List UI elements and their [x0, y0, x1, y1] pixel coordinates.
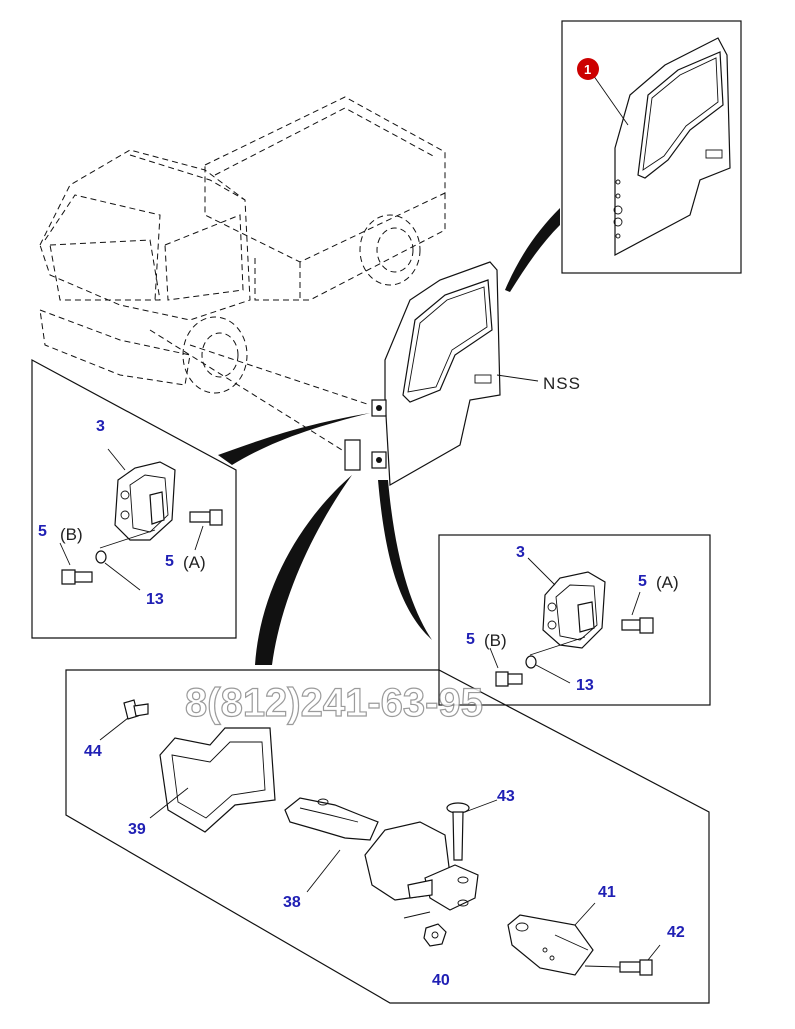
- left-label-bolt-b-suffix: (B): [60, 525, 83, 544]
- door-inset-holes: [613, 179, 623, 239]
- left-hinge-bracket: [114, 461, 176, 541]
- pin-43: [446, 799, 498, 861]
- label-nut-40: 40: [432, 972, 450, 989]
- check-link-panel: 44 39 43 38 41 42 40: [65, 669, 710, 1004]
- right-washer: [525, 655, 537, 669]
- left-label-washer: 13: [146, 591, 164, 608]
- left-bolt-b: [61, 569, 93, 585]
- left-washer: [95, 550, 107, 564]
- cover-39: [149, 727, 276, 833]
- right-label-washer: 13: [576, 677, 594, 694]
- left-hinge-panel: 3 5 (B) 5 (A) 13: [31, 358, 237, 639]
- right-bolt-b: [495, 671, 523, 687]
- callout-badge: [577, 58, 599, 80]
- label-pin-43: 43: [497, 788, 515, 805]
- left-label-bolt-a-suffix: (A): [183, 553, 206, 572]
- truck-illustration: [39, 96, 446, 456]
- clip-44: [99, 699, 149, 741]
- right-label-bolt-b-num: 5: [466, 631, 475, 648]
- callout-badge-number: 1: [584, 62, 591, 77]
- left-label-bolt-a-num: 5: [165, 553, 174, 570]
- door-side-label: NSS: [543, 374, 581, 393]
- right-label-bolt-a-num: 5: [638, 573, 647, 590]
- left-label-bracket: 3: [96, 418, 105, 435]
- bolt-42: [584, 944, 661, 976]
- right-hinge-panel: 3 5 (A) 5 (B) 13: [438, 534, 711, 706]
- left-label-bolt-b-num: 5: [38, 523, 47, 540]
- label-cover-39: 39: [128, 821, 146, 838]
- label-check-link-38: 38: [283, 894, 301, 911]
- left-bolt-a: [189, 509, 223, 526]
- right-label-bolt-a-suffix: (A): [656, 573, 679, 592]
- right-hinge-bracket: [542, 571, 606, 649]
- callout-connectors: [218, 208, 560, 665]
- label-clip-44: 44: [84, 743, 102, 760]
- watermark-phone: 8(812)241-63-95: [185, 681, 483, 725]
- door-nss: [344, 261, 539, 487]
- label-bracket-41: 41: [598, 884, 616, 901]
- right-bolt-a: [621, 617, 654, 634]
- right-label-bracket: 3: [516, 544, 525, 561]
- label-bolt-42: 42: [667, 924, 685, 941]
- nut-40: [403, 911, 447, 947]
- right-label-bolt-b-suffix: (B): [484, 631, 507, 650]
- check-link-38: [284, 797, 479, 911]
- door-inset-panel: 1: [561, 20, 742, 274]
- bracket-41: [507, 902, 596, 976]
